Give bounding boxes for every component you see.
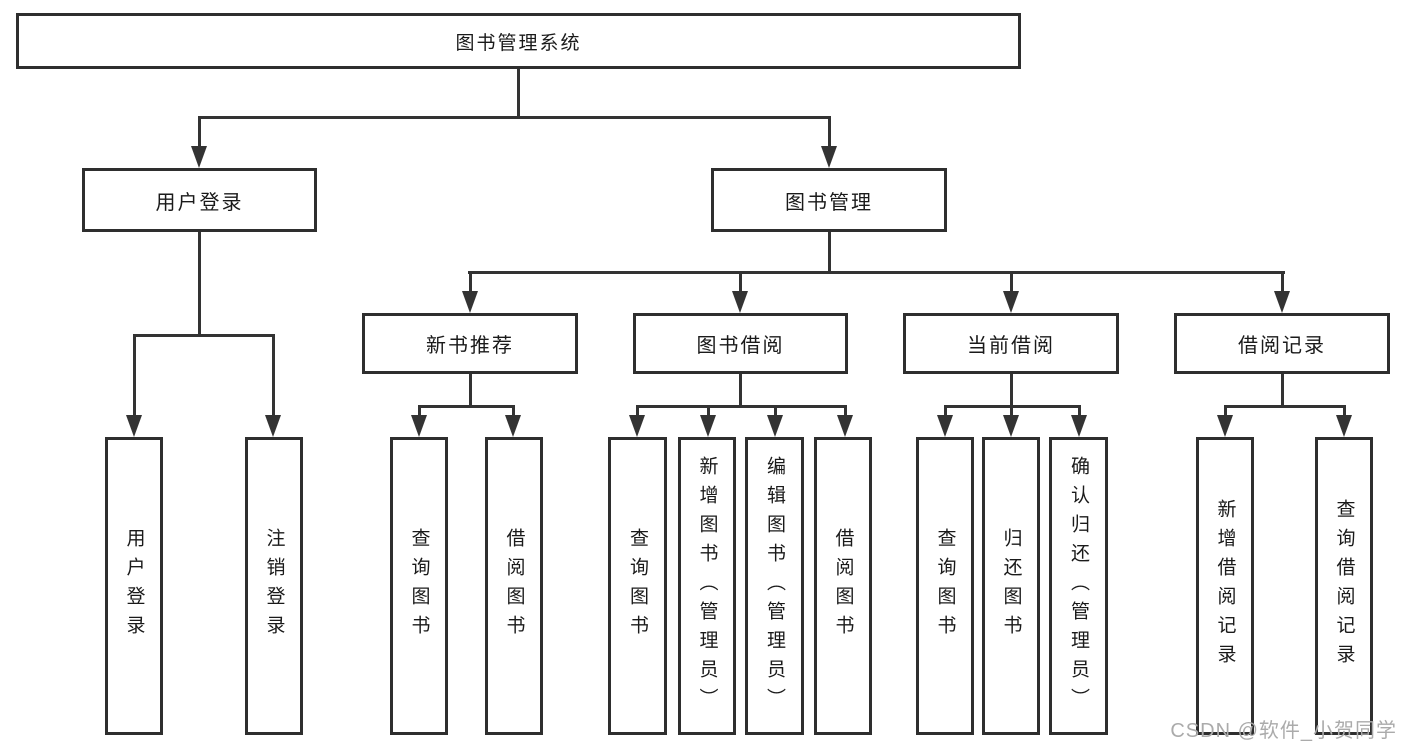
drop-line-br1	[1224, 405, 1227, 419]
node-new-book: 新书推荐	[362, 313, 578, 374]
root-stem-line	[517, 68, 520, 118]
arrow-into-cb3	[1071, 415, 1087, 437]
csdn-watermark: CSDN @软件_小贺同学	[1170, 720, 1397, 742]
leaf-bb-edit-books: 编辑图书（管理员）	[745, 437, 804, 735]
drop-line-bb3	[774, 405, 777, 419]
arrow-into-br1	[1217, 415, 1233, 437]
leaf-cb-return-books: 归还图书	[982, 437, 1040, 735]
leaf-logout-label: 注销登录	[263, 528, 285, 644]
root-branch-line	[198, 116, 831, 119]
arrow-into-bb2	[700, 415, 716, 437]
drop-line-ul1	[133, 334, 136, 418]
leaf-nb-query-books: 查询图书	[390, 437, 448, 735]
leaf-cb-query-books-label: 查询图书	[934, 528, 956, 644]
drop-line-cb2	[1010, 405, 1013, 419]
drop-line-nb2	[512, 405, 515, 419]
drop-line-bb1	[636, 405, 639, 419]
user-login-stem-line	[198, 232, 201, 337]
book-borrow-stem-line	[739, 374, 742, 407]
arrow-into-nb1	[411, 415, 427, 437]
drop-line-cb3	[1078, 405, 1081, 419]
borrow-record-branch-line	[1224, 405, 1345, 408]
node-borrow-record: 借阅记录	[1174, 313, 1390, 374]
leaf-cb-confirm-return: 确认归还（管理员）	[1049, 437, 1108, 735]
leaf-cb-confirm-return-label: 确认归还（管理员）	[1068, 455, 1089, 717]
node-user-login: 用户登录	[82, 168, 317, 232]
leaf-cb-return-books-label: 归还图书	[1000, 528, 1022, 644]
user-login-branch-line	[133, 334, 275, 337]
node-book-borrow: 图书借阅	[633, 313, 848, 374]
arrow-into-bb4	[837, 415, 853, 437]
node-root-label: 图书管理系统	[455, 32, 582, 54]
drop-line-user-login	[198, 116, 201, 150]
new-book-stem-line	[469, 374, 472, 407]
arrow-into-current-borrow	[1003, 291, 1019, 313]
arrow-into-borrow-record	[1274, 291, 1290, 313]
book-mgmt-stem-line	[828, 232, 831, 274]
arrow-into-book-mgmt	[821, 146, 837, 168]
node-root-system: 图书管理系统	[16, 13, 1021, 69]
drop-line-new-book	[469, 271, 472, 295]
book-mgmt-branch-line	[468, 271, 1285, 274]
leaf-bb-edit-books-label: 编辑图书（管理员）	[764, 455, 785, 717]
drop-line-cb1	[944, 405, 947, 419]
arrow-into-cb1	[937, 415, 953, 437]
leaf-logout: 注销登录	[245, 437, 303, 735]
arrow-into-book-borrow	[732, 291, 748, 313]
arrow-into-user-login	[191, 146, 207, 168]
node-book-mgmt-label: 图书管理	[785, 191, 873, 214]
borrow-record-stem-line	[1281, 374, 1284, 407]
leaf-br-query-record: 查询借阅记录	[1315, 437, 1373, 735]
node-current-borrow: 当前借阅	[903, 313, 1119, 374]
node-new-book-label: 新书推荐	[426, 335, 514, 357]
arrow-into-nb2	[505, 415, 521, 437]
leaf-nb-borrow-books-label: 借阅图书	[503, 528, 525, 644]
drop-line-nb1	[418, 405, 421, 419]
node-user-login-label: 用户登录	[155, 191, 244, 214]
leaf-bb-query-books: 查询图书	[608, 437, 667, 735]
node-book-mgmt: 图书管理	[711, 168, 947, 232]
drop-line-bb4	[844, 405, 847, 419]
arrow-into-ul2	[265, 415, 281, 437]
drop-line-bb2	[707, 405, 710, 419]
arrow-into-ul1	[126, 415, 142, 437]
drop-line-ul2	[272, 334, 275, 418]
arrow-into-bb3	[767, 415, 783, 437]
node-current-borrow-label: 当前借阅	[967, 335, 1055, 357]
leaf-br-query-record-label: 查询借阅记录	[1333, 499, 1355, 673]
leaf-br-add-record: 新增借阅记录	[1196, 437, 1254, 735]
arrow-into-br2	[1336, 415, 1352, 437]
leaf-bb-borrow-books: 借阅图书	[814, 437, 872, 735]
drop-line-borrow-record	[1281, 271, 1284, 295]
arrow-into-new-book	[462, 291, 478, 313]
leaf-cb-query-books: 查询图书	[916, 437, 974, 735]
arrow-into-cb2	[1003, 415, 1019, 437]
leaf-bb-query-books-label: 查询图书	[627, 528, 648, 644]
leaf-nb-borrow-books: 借阅图书	[485, 437, 543, 735]
leaf-bb-add-books: 新增图书（管理员）	[678, 437, 736, 735]
new-book-branch-line	[418, 405, 515, 408]
arrow-into-bb1	[629, 415, 645, 437]
node-book-borrow-label: 图书借阅	[696, 335, 785, 357]
current-borrow-stem-line	[1010, 374, 1013, 407]
drop-line-book-mgmt	[828, 116, 831, 150]
node-borrow-record-label: 借阅记录	[1238, 335, 1326, 357]
leaf-br-add-record-label: 新增借阅记录	[1214, 499, 1236, 673]
leaf-nb-query-books-label: 查询图书	[408, 528, 430, 644]
book-borrow-branch-line	[636, 405, 846, 408]
drop-line-br2	[1343, 405, 1346, 419]
drop-line-current-borrow	[1010, 271, 1013, 295]
leaf-bb-borrow-books-label: 借阅图书	[832, 528, 854, 644]
drop-line-book-borrow	[739, 271, 742, 295]
leaf-user-login: 用户登录	[105, 437, 163, 735]
leaf-user-login-label: 用户登录	[123, 528, 145, 644]
leaf-bb-add-books-label: 新增图书（管理员）	[696, 455, 718, 717]
